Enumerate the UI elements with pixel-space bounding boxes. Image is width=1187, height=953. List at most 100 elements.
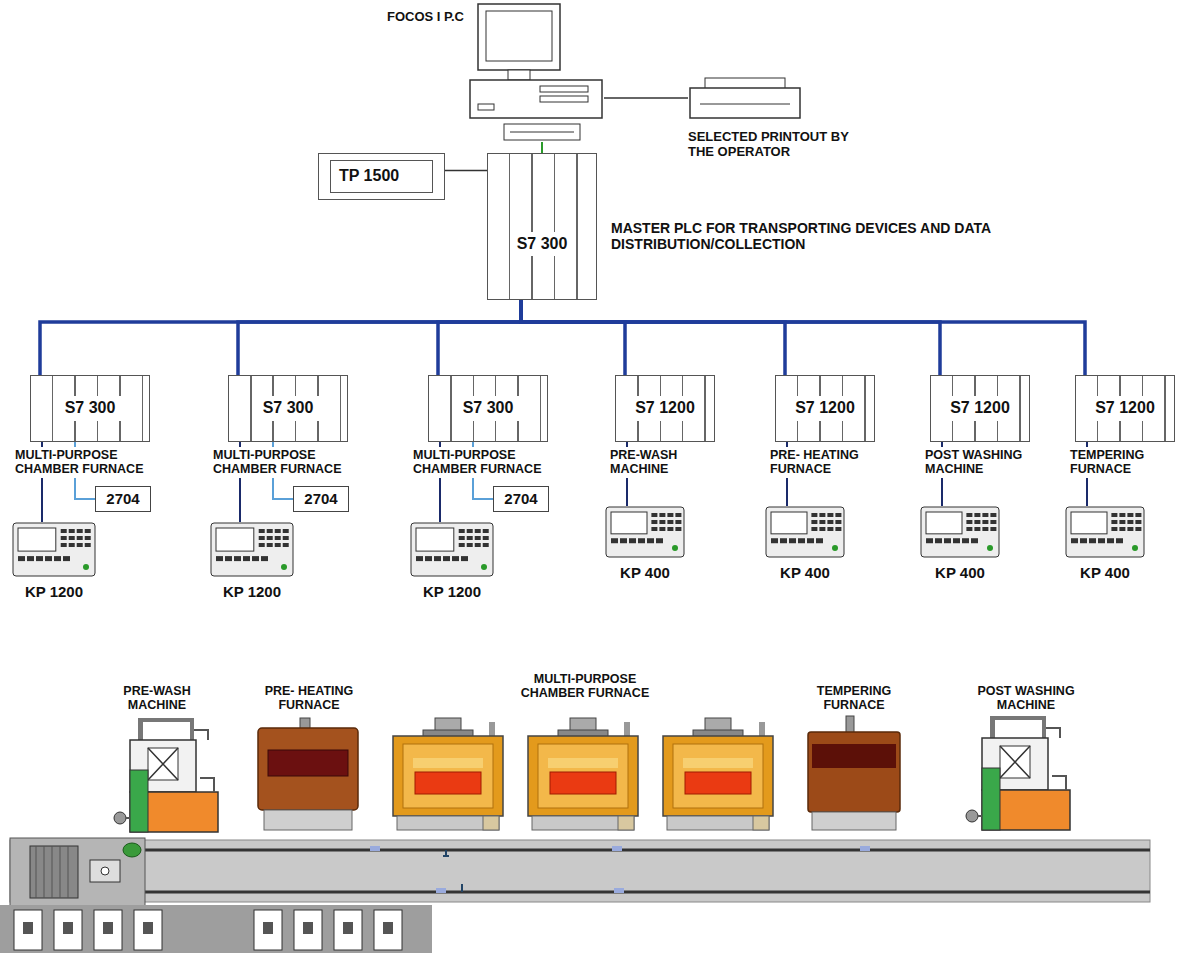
conveyor-part [443, 850, 462, 892]
panel-frame [766, 507, 844, 557]
cable-line [445, 170, 487, 172]
panel-key [675, 527, 681, 531]
bus-line [521, 300, 940, 375]
storage-racks-part [0, 905, 432, 953]
chamber-furnace-illustrations-part [393, 718, 503, 830]
panel-led [281, 564, 287, 570]
panel-key [1127, 513, 1133, 517]
conveyor-part [436, 888, 446, 893]
panel-key [77, 529, 83, 533]
panel-key [819, 513, 825, 517]
panel-key [1116, 538, 1123, 543]
panel-key [261, 556, 268, 561]
plc-description: MASTER PLC FOR TRANSPORTING DEVICES AND … [611, 220, 1061, 252]
panel-key [971, 538, 978, 543]
storage-racks-part [294, 910, 322, 950]
panel-icon [765, 506, 845, 558]
machine-label: TEMPERING FURNACE [806, 684, 902, 713]
plc-box: S7 1200POST WASHING MACHINE [930, 375, 1030, 442]
controller-box: 2704 [293, 486, 349, 512]
chamber-furnace-illustrations-part [663, 718, 773, 830]
panel-key [483, 536, 489, 540]
panel-key [811, 513, 817, 517]
panel-led [832, 545, 838, 551]
operator-panel: KP 400 [920, 506, 1000, 558]
panel-led [481, 564, 487, 570]
panel-key [69, 543, 75, 547]
operator-panel: KP 1200 [210, 522, 294, 577]
panel-icon [210, 522, 294, 577]
panel-key [771, 538, 778, 543]
storage-racks-part [54, 910, 82, 950]
computer-node: FOCOS I P.C [468, 4, 604, 142]
panel-key [467, 543, 473, 547]
plc-model: S7 1200 [789, 396, 861, 420]
storage-racks-part [303, 922, 313, 934]
panel-key [807, 538, 814, 543]
storage-racks-part [343, 922, 353, 934]
panel-key [267, 543, 273, 547]
panel-key [990, 520, 996, 524]
panel-key [259, 529, 265, 533]
panel-key [267, 529, 273, 533]
panel-name: KP 1200 [410, 583, 494, 600]
network-line [541, 142, 543, 153]
panel-key [275, 543, 281, 547]
panel-key [638, 538, 645, 543]
panel-key [835, 513, 841, 517]
storage-racks-part [103, 922, 113, 934]
panel-key [234, 556, 241, 561]
panel-key [1111, 527, 1117, 531]
panel-icon [605, 506, 685, 558]
panel-key [953, 538, 960, 543]
pc-icon [470, 4, 602, 140]
panel-led [83, 564, 89, 570]
panel-key [935, 538, 942, 543]
panel-key [267, 536, 273, 540]
conveyor-part [145, 850, 1150, 892]
conveyor [10, 840, 1150, 902]
panel-frame [13, 523, 95, 576]
panel-key [61, 543, 67, 547]
controller-name: 2704 [504, 490, 537, 507]
panel-key [85, 529, 91, 533]
pc-icon-part [478, 4, 560, 70]
panel-key [69, 536, 75, 540]
panel-key [61, 536, 67, 540]
panel-key [1119, 513, 1125, 517]
panel-key [475, 536, 481, 540]
panel-frame [211, 523, 293, 576]
printer-node: SELECTED PRINTOUT BY THE OPERATOR [688, 76, 802, 120]
panel-key [475, 543, 481, 547]
pc-icon-part [486, 11, 552, 61]
panel-key [1135, 520, 1141, 524]
plc-model: S7 300 [457, 396, 520, 420]
panel-key [1071, 538, 1078, 543]
panel-key [647, 538, 654, 543]
panel-key [54, 556, 61, 561]
plc-box: S7 300MULTI-PURPOSE CHAMBER FURNACE [30, 375, 150, 442]
panel-frame [606, 507, 684, 557]
panel-key [283, 536, 289, 540]
controller-name: 2704 [106, 490, 139, 507]
panel-key [1135, 513, 1141, 517]
panel-screen [416, 528, 454, 551]
panel-key [827, 513, 833, 517]
operator-panel: KP 400 [605, 506, 685, 558]
pc-icon-part [470, 80, 602, 118]
preheating-furnace-illustration-part [264, 810, 352, 830]
panel-key [483, 529, 489, 533]
panel-key [835, 520, 841, 524]
panel-key [974, 527, 980, 531]
washer-illustrations-part [966, 716, 1070, 830]
controller-name: 2704 [304, 490, 337, 507]
machine-name: MULTI-PURPOSE CHAMBER FURNACE [411, 447, 565, 478]
panel-key [966, 527, 972, 531]
panel-name: TP 1500 [330, 160, 433, 192]
operator-panel: KP 1200 [12, 522, 96, 577]
panel-key [835, 527, 841, 531]
plc-model: S7 1200 [1089, 396, 1161, 420]
chamber-furnace-illustrations [393, 718, 773, 830]
loading-station-part [10, 838, 145, 906]
bus-line [40, 300, 521, 375]
